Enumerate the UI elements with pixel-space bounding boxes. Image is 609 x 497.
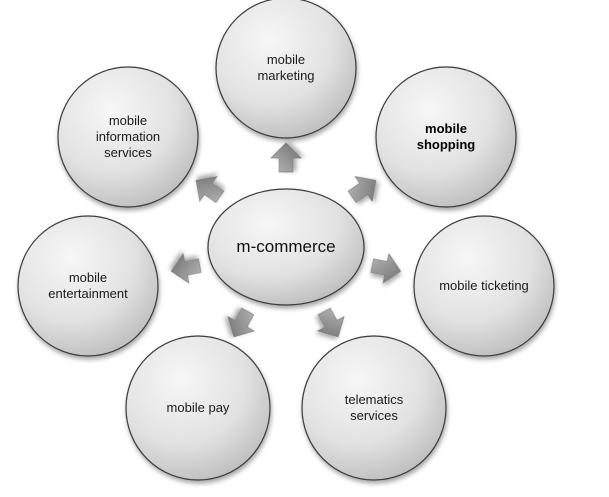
arrow-to-marketing: [270, 142, 302, 173]
node-circle-shopping: [375, 66, 517, 208]
node-circle-pay: [125, 335, 271, 481]
arrow-to-ticketing: [370, 252, 402, 284]
arrow-to-entertainment: [170, 252, 202, 284]
node-circle-telematics: [301, 335, 447, 481]
arrow-to-telematics: [317, 307, 345, 338]
arrow-to-pay: [227, 307, 255, 338]
node-circle-marketing: [215, 0, 357, 139]
node-circle-entertainment: [17, 215, 159, 357]
node-circle-information: [57, 66, 199, 208]
node-circle-ticketing: [413, 215, 555, 357]
hub-ellipse: [207, 188, 365, 306]
arrow-to-shopping: [347, 176, 377, 203]
arrow-to-information: [195, 176, 225, 204]
